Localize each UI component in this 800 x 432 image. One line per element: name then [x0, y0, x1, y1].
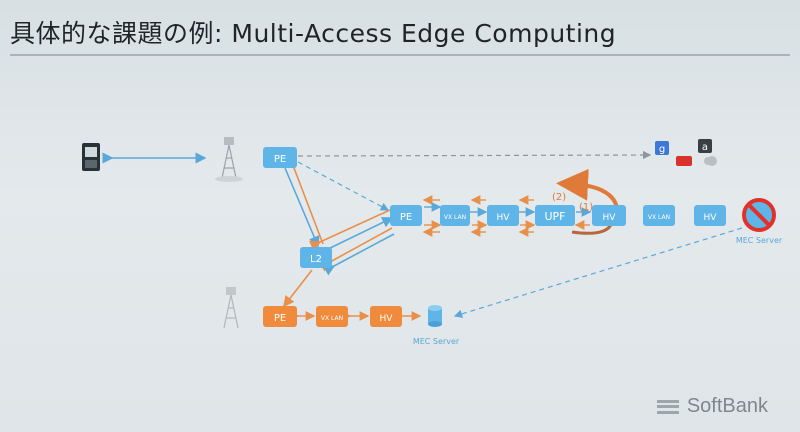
- logo-text: SoftBank: [686, 395, 768, 417]
- pe-l2-link: [284, 167, 320, 248]
- node-label: PE: [274, 313, 286, 324]
- node-pe-top: PE: [263, 147, 297, 168]
- logo-mark-icon: [656, 399, 679, 414]
- l2-pe-link: [308, 209, 391, 252]
- node-vxlan-right: VX LAN: [643, 205, 675, 226]
- node-label: PE: [400, 212, 412, 223]
- node-hv-edge: HV: [370, 306, 402, 327]
- node-label: HV: [603, 213, 617, 223]
- mobile-phone-icon: [82, 143, 100, 171]
- node-label: PE: [274, 154, 286, 165]
- l2-edge-link: [283, 269, 313, 308]
- google-icon: g: [655, 141, 669, 155]
- pe-l2-link: [285, 157, 324, 245]
- step2-label: (2): [552, 192, 566, 203]
- cell-tower-icon: [215, 137, 243, 182]
- cell-tower-icon: [223, 287, 239, 329]
- internet-dashed-path: [297, 150, 652, 160]
- title-divider: [10, 54, 790, 56]
- node-label: VX LAN: [444, 214, 466, 221]
- l2-pe-link: [325, 217, 394, 251]
- pe-dashed-down: [297, 161, 390, 211]
- slide-title: 具体的な課題の例: Multi-Access Edge Computing: [10, 19, 617, 48]
- mec-server-remote-label: MEC Server: [736, 236, 783, 245]
- apple-icon: [704, 156, 717, 166]
- node-vxlan-edge: VX LAN: [316, 306, 348, 327]
- node-pe-edge: PE: [263, 306, 297, 327]
- node-vxlan-center: VX LAN: [440, 205, 470, 226]
- node-l2: L2: [300, 247, 332, 268]
- node-hv-center: HV: [487, 205, 519, 226]
- node-label: UPF: [544, 210, 565, 223]
- svg-text:g: g: [659, 144, 665, 155]
- node-hv-upf: HV: [592, 205, 626, 226]
- node-pe-center: PE: [390, 205, 422, 226]
- node-label: HV: [497, 213, 511, 223]
- node-label: HV: [704, 213, 718, 223]
- l2-pe-link: [322, 233, 395, 276]
- mec-dashed-path: [453, 227, 743, 318]
- center-chain-arrows: [422, 195, 592, 237]
- node-label: HV: [380, 314, 394, 324]
- prohibited-icon: [742, 198, 776, 232]
- svg-text:a: a: [702, 142, 708, 153]
- l2-pe-link: [318, 227, 393, 272]
- step1-label: (1): [579, 202, 593, 213]
- mec-server-local-label: MEC Server: [413, 337, 460, 346]
- youtube-icon: [676, 156, 692, 166]
- node-label: L2: [310, 254, 322, 265]
- node-upf: UPF: [535, 205, 575, 226]
- node-label: VX LAN: [648, 214, 670, 221]
- server-cylinder-icon: [428, 305, 442, 327]
- amazon-icon: a: [698, 139, 712, 153]
- node-label: VX LAN: [321, 315, 343, 322]
- softbank-logo: SoftBank: [656, 395, 768, 418]
- node-hv-right: HV: [694, 205, 726, 226]
